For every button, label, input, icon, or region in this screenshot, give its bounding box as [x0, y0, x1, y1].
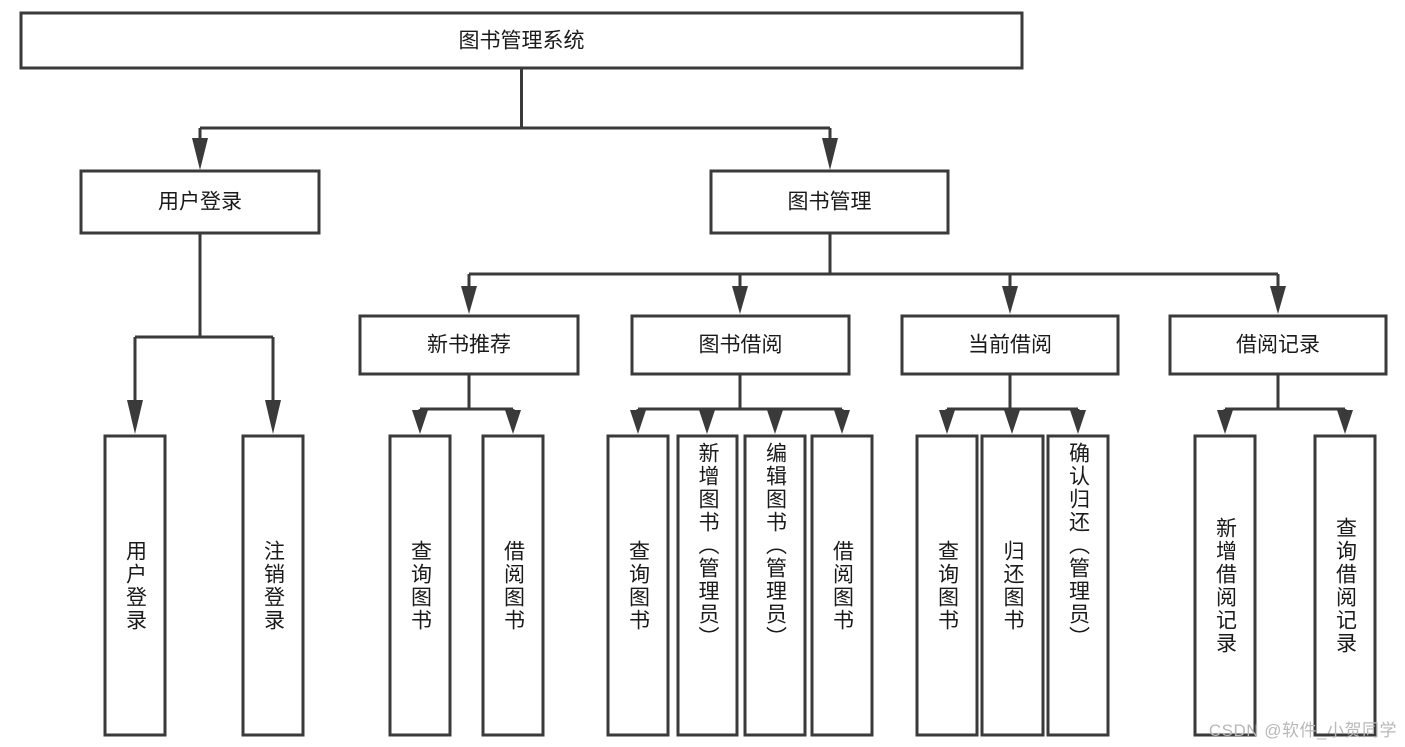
node-box-leaf-logout[interactable]	[241, 434, 305, 737]
node-box-leaf-add-borrow-record[interactable]	[1193, 434, 1257, 737]
connectors-group	[127, 68, 1353, 434]
node-label-book-management: 图书管理	[788, 191, 872, 214]
arrowhead-currentborrow-leaf-1	[939, 410, 955, 434]
node-box-root[interactable]	[19, 11, 1024, 70]
arrowhead-leaf-user-login	[127, 400, 143, 434]
arrowhead-book-borrow	[732, 286, 748, 314]
node-label-borrow-record: 借阅记录	[1236, 334, 1320, 357]
node-label-book-borrow: 图书借阅	[699, 334, 783, 357]
node-box-leaf-return-book[interactable]	[980, 434, 1045, 737]
node-label-user-login: 用户登录	[158, 191, 242, 214]
arrowhead-borrow-record	[1270, 286, 1286, 314]
arrowhead-bookborrow-leaf-4	[834, 410, 850, 434]
arrowhead-new-book-rec	[461, 286, 477, 314]
node-box-leaf-user-login[interactable]	[103, 434, 167, 737]
node-box-leaf-edit-book-admin[interactable]	[743, 434, 807, 737]
nodes-group: 图书管理系统 用户登录 图书管理 新书推荐 图书借阅	[19, 11, 1388, 737]
arrowhead-borrowrecord-leaf-1	[1217, 410, 1233, 434]
arrowhead-newbook-leaf-1	[412, 410, 428, 434]
arrowhead-leaf-logout	[265, 400, 281, 434]
node-user-login[interactable]: 用户登录	[79, 169, 321, 235]
arrowhead-bookborrow-leaf-1	[630, 410, 646, 434]
node-label-root: 图书管理系统	[459, 30, 585, 53]
node-box-new-book-recommend[interactable]	[358, 314, 580, 376]
node-box-book-management[interactable]	[709, 169, 950, 235]
arrowhead-currentborrow-leaf-2	[1004, 410, 1020, 434]
arrowhead-bookborrow-leaf-2	[699, 410, 715, 434]
node-book-borrow[interactable]: 图书借阅	[630, 314, 851, 376]
node-box-leaf-add-book-admin[interactable]	[676, 434, 739, 737]
node-box-leaf-borrow-book[interactable]	[810, 434, 874, 737]
node-current-borrow[interactable]: 当前借阅	[900, 314, 1120, 376]
node-book-management-system[interactable]: 图书管理系统	[19, 11, 1024, 70]
node-box-leaf-query-book-newbook[interactable]	[388, 434, 452, 737]
watermark-label: CSDN @软件_小贺同学	[1208, 721, 1397, 740]
arrowhead-borrowrecord-leaf-2	[1337, 410, 1353, 434]
node-box-book-borrow[interactable]	[630, 314, 851, 376]
arrowhead-current-borrow	[1002, 286, 1018, 314]
node-box-leaf-query-book-borrow[interactable]	[606, 434, 670, 737]
node-new-book-recommend[interactable]: 新书推荐	[358, 314, 580, 376]
node-box-leaf-query-borrow-record[interactable]	[1313, 434, 1377, 737]
node-box-leaf-query-book-current[interactable]	[915, 434, 979, 737]
arrowhead-currentborrow-leaf-3	[1070, 410, 1086, 434]
node-box-leaf-confirm-return-admin[interactable]	[1046, 434, 1110, 737]
node-label-current-borrow: 当前借阅	[968, 334, 1052, 357]
arrowhead-bookborrow-leaf-3	[767, 410, 783, 434]
node-book-management[interactable]: 图书管理	[709, 169, 950, 235]
arrowhead-user-login	[192, 138, 208, 170]
node-box-leaf-borrow-book-newbook[interactable]	[481, 434, 545, 737]
arrowhead-newbook-leaf-2	[505, 410, 521, 434]
node-borrow-record[interactable]: 借阅记录	[1168, 314, 1388, 376]
node-box-user-login[interactable]	[79, 169, 321, 235]
node-label-new-book-recommend: 新书推荐	[427, 334, 511, 357]
arrowhead-book-mgmt	[822, 138, 838, 170]
node-box-current-borrow[interactable]	[900, 314, 1120, 376]
node-box-borrow-record[interactable]	[1168, 314, 1388, 376]
